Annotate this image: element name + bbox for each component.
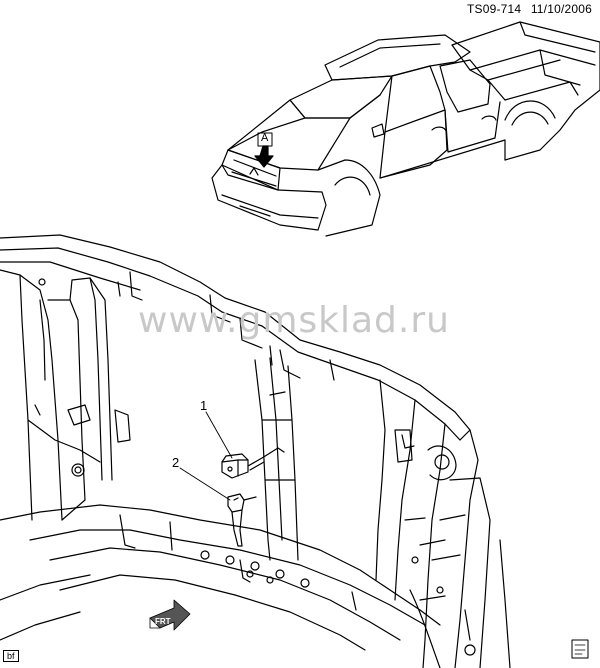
callout-1: 1 [200, 398, 208, 413]
radiator-support-assembly [0, 234, 511, 668]
component-2-connector [227, 493, 257, 547]
diagram-id: TS09-714 [466, 2, 522, 16]
view-marker-label: A [261, 132, 269, 144]
watermark: www.gmsklad.ru [138, 300, 450, 341]
front-marker-label: FRT [155, 617, 171, 626]
view-marker-arrow [254, 132, 274, 168]
front-direction-arrow-icon [149, 599, 191, 631]
manual-page-icon [571, 639, 589, 659]
component-1-sensor [221, 447, 285, 479]
truck-illustration [211, 21, 600, 237]
diagram-date: 11/10/2006 [530, 2, 592, 16]
diagram-reference: TS09-714 11/10/2006 [461, 2, 592, 16]
corner-label: bf [3, 650, 19, 662]
callout-2: 2 [172, 455, 180, 470]
